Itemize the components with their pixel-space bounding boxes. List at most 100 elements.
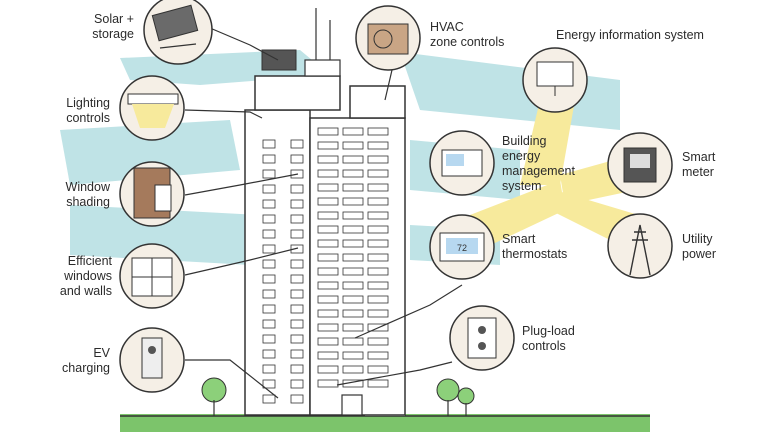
building-window xyxy=(262,274,276,284)
building-window xyxy=(317,141,339,150)
building-window xyxy=(342,127,364,136)
building-window xyxy=(342,183,364,192)
label-energy-information-system: Energy information system xyxy=(556,28,704,42)
building-window xyxy=(290,379,304,389)
building-window xyxy=(262,244,276,254)
building-window xyxy=(262,184,276,194)
building-window xyxy=(290,154,304,164)
electric-meter-icon xyxy=(607,132,673,198)
building-window xyxy=(342,169,364,178)
building-window xyxy=(262,349,276,359)
light-fixture-icon xyxy=(119,75,185,141)
building-window xyxy=(290,244,304,254)
ev-charger-icon xyxy=(119,327,185,393)
building-window xyxy=(367,295,389,304)
building-window xyxy=(367,309,389,318)
building-window xyxy=(262,319,276,329)
building-window xyxy=(342,141,364,150)
building-window xyxy=(342,197,364,206)
thermostat-icon: 72 xyxy=(429,214,495,280)
building-window xyxy=(262,379,276,389)
building-window xyxy=(317,323,339,332)
label-building-energy-management: Building energy management system xyxy=(502,134,575,193)
building-window xyxy=(290,304,304,314)
monitor-icon xyxy=(522,47,588,113)
building-window xyxy=(342,211,364,220)
building-window xyxy=(262,229,276,239)
window-icon xyxy=(119,243,185,309)
building-window xyxy=(317,295,339,304)
building-window xyxy=(367,337,389,346)
label-lighting-controls: Lighting controls xyxy=(66,96,110,125)
building-door xyxy=(341,394,363,416)
building-window xyxy=(342,281,364,290)
window-shade-icon xyxy=(119,161,185,227)
building-window xyxy=(290,349,304,359)
building-window xyxy=(290,289,304,299)
label-solar-storage: Solar + storage xyxy=(92,12,134,41)
building-window xyxy=(262,169,276,179)
power-tower-icon xyxy=(607,213,673,279)
tree-left xyxy=(201,377,227,416)
building-window xyxy=(317,197,339,206)
building-window xyxy=(262,334,276,344)
building-window xyxy=(262,214,276,224)
label-smart-meter: Smart meter xyxy=(682,150,716,179)
building-window xyxy=(342,309,364,318)
thermostat-reading: 72 xyxy=(457,243,467,253)
building-window xyxy=(317,239,339,248)
building-window xyxy=(342,239,364,248)
building-penthouse xyxy=(254,75,341,111)
building-window xyxy=(262,289,276,299)
building-window xyxy=(262,259,276,269)
building-window xyxy=(262,304,276,314)
solar-panel-icon xyxy=(143,0,213,65)
building-window xyxy=(317,169,339,178)
building-window xyxy=(342,267,364,276)
building-window xyxy=(367,141,389,150)
building-window xyxy=(317,211,339,220)
building-window xyxy=(290,199,304,209)
building-window xyxy=(367,169,389,178)
building-window xyxy=(317,281,339,290)
building-window xyxy=(317,351,339,360)
building-window xyxy=(367,253,389,262)
building-window xyxy=(262,199,276,209)
building xyxy=(244,8,406,416)
label-smart-thermostats: Smart thermostats xyxy=(502,232,568,261)
hvac-room xyxy=(349,85,406,119)
building-window xyxy=(367,127,389,136)
label-ev-charging: EV charging xyxy=(62,346,110,375)
label-hvac-zone-controls: HVAC zone controls xyxy=(430,20,505,49)
building-window xyxy=(317,365,339,374)
building-window xyxy=(342,295,364,304)
building-window xyxy=(367,351,389,360)
label-window-shading: Window shading xyxy=(65,180,110,209)
building-window xyxy=(290,394,304,404)
building-window xyxy=(342,323,364,332)
building-window xyxy=(367,267,389,276)
building-window xyxy=(342,253,364,262)
label-utility-power: Utility power xyxy=(682,232,717,261)
building-window xyxy=(290,214,304,224)
building-right-tower xyxy=(309,117,406,416)
building-window xyxy=(290,184,304,194)
building-window xyxy=(317,379,339,388)
building-window xyxy=(290,334,304,344)
building-window xyxy=(342,351,364,360)
building-window xyxy=(290,259,304,269)
building-window xyxy=(317,253,339,262)
building-window xyxy=(317,309,339,318)
building-window xyxy=(262,364,276,374)
building-window xyxy=(290,319,304,329)
building-window xyxy=(290,229,304,239)
rooftop-box xyxy=(304,59,341,77)
building-window xyxy=(317,127,339,136)
building-window xyxy=(317,183,339,192)
building-window xyxy=(367,225,389,234)
outlet-icon xyxy=(449,305,515,371)
building-window xyxy=(342,365,364,374)
building-window xyxy=(290,139,304,149)
